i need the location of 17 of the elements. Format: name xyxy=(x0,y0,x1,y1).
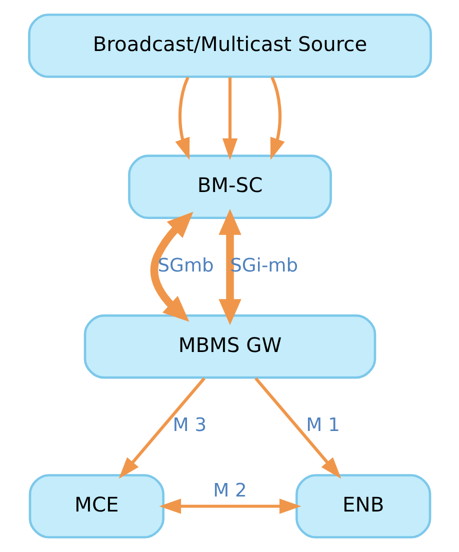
arrow xyxy=(270,76,284,160)
arrow xyxy=(222,77,238,160)
edge-label: M 3 xyxy=(172,415,206,436)
edge-label: M 2 xyxy=(212,480,246,502)
node-box: MBMS GW xyxy=(83,314,376,379)
node-box: MCE xyxy=(28,474,164,538)
arrow xyxy=(254,377,341,479)
arrow xyxy=(150,212,193,322)
node-box: Broadcast/Multicast Source xyxy=(28,14,432,78)
node-box: BM-SC xyxy=(128,154,332,220)
edge-label: M 1 xyxy=(306,415,340,436)
arrow xyxy=(218,208,241,326)
arrow xyxy=(118,377,205,479)
node-box: ENB xyxy=(295,474,431,538)
edge-label: SGmb xyxy=(157,256,214,277)
arrow xyxy=(174,76,190,160)
arrow xyxy=(158,498,301,514)
